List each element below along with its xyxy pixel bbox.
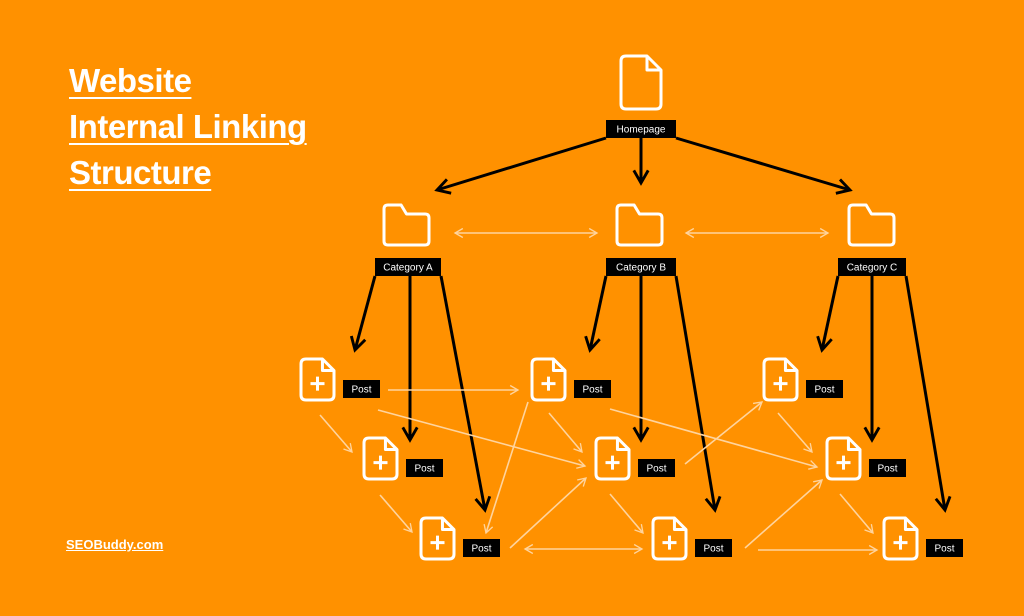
post-file-plus-icon <box>362 436 399 481</box>
post-file-plus-icon <box>594 436 631 481</box>
label-box <box>638 459 675 477</box>
hierarchy-link-arrow <box>584 275 608 353</box>
internal-link-arrow <box>684 401 764 465</box>
node-label: Post <box>582 385 602 396</box>
post-file-plus-icon <box>419 516 456 561</box>
node-label: Category A <box>383 263 433 274</box>
label-box <box>343 380 380 398</box>
node-label: Category B <box>616 263 666 274</box>
hierarchy-link-arrow <box>816 275 840 353</box>
internal-link-arrow <box>839 493 874 535</box>
post-node[interactable]: Post <box>695 539 732 557</box>
post-file-plus-icon <box>651 516 688 561</box>
post-node[interactable]: Post <box>638 459 675 477</box>
internal-link-arrow <box>319 414 353 454</box>
brand-link[interactable]: SEOBuddy.com <box>66 537 164 552</box>
internal-link-arrow <box>609 408 819 470</box>
title-line-3: Structure <box>69 154 212 191</box>
hierarchy-link-arrow <box>674 275 722 513</box>
post-file-plus-icon <box>299 357 336 402</box>
node-label: Post <box>814 385 834 396</box>
label-box <box>463 539 500 557</box>
internal-link-arrow <box>548 412 583 454</box>
category-node-c[interactable]: Category C <box>838 258 906 276</box>
node-label: Homepage <box>617 125 666 136</box>
label-box <box>838 258 906 276</box>
category-node-b[interactable]: Category B <box>606 258 676 276</box>
hierarchy-link-arrow <box>434 136 607 195</box>
title-line-2: Internal Linking <box>69 108 307 145</box>
hierarchy-link-arrow <box>675 136 853 195</box>
post-node[interactable]: Post <box>869 459 906 477</box>
internal-link-arrow <box>744 479 824 549</box>
label-box <box>926 539 963 557</box>
internal-link-arrow <box>509 477 587 549</box>
homepage-node[interactable]: Homepage <box>606 120 676 138</box>
post-node[interactable]: Post <box>926 539 963 557</box>
post-file-plus-icon <box>762 357 799 402</box>
post-node[interactable]: Post <box>463 539 500 557</box>
label-box <box>806 380 843 398</box>
node-label: Post <box>646 464 666 475</box>
hierarchy-link-arrow <box>904 275 952 513</box>
internal-link-arrow <box>777 412 813 454</box>
internal-link-arrow <box>377 409 587 469</box>
diagram-title: Website Internal Linking Structure <box>69 58 307 196</box>
label-box <box>574 380 611 398</box>
label-box <box>606 258 676 276</box>
hierarchy-link-arrow <box>349 275 377 353</box>
post-node[interactable]: Post <box>343 380 380 398</box>
title-line-1: Website <box>69 62 192 99</box>
post-file-plus-icon <box>882 516 919 561</box>
node-label: Post <box>471 544 491 555</box>
node-label: Post <box>351 385 371 396</box>
hierarchy-link-arrow <box>439 275 492 513</box>
post-node[interactable]: Post <box>574 380 611 398</box>
post-file-plus-icon <box>530 357 567 402</box>
category-node-a[interactable]: Category A <box>375 258 441 276</box>
label-box <box>695 539 732 557</box>
node-label: Post <box>877 464 897 475</box>
category-folder-icon <box>382 203 431 247</box>
category-folder-icon <box>847 203 896 247</box>
internal-link-arrow <box>483 401 529 535</box>
node-label: Category C <box>847 263 898 274</box>
post-node[interactable]: Post <box>806 380 843 398</box>
node-label: Post <box>703 544 723 555</box>
category-folder-icon <box>615 203 664 247</box>
post-file-plus-icon <box>825 436 862 481</box>
node-label: Post <box>414 464 434 475</box>
label-box <box>869 459 906 477</box>
label-box <box>406 459 443 477</box>
post-node[interactable]: Post <box>406 459 443 477</box>
label-box <box>606 120 676 138</box>
internal-link-arrow <box>609 493 644 535</box>
label-box <box>375 258 441 276</box>
internal-link-arrow <box>379 494 413 534</box>
node-label: Post <box>934 544 954 555</box>
homepage-file-icon <box>619 54 663 111</box>
